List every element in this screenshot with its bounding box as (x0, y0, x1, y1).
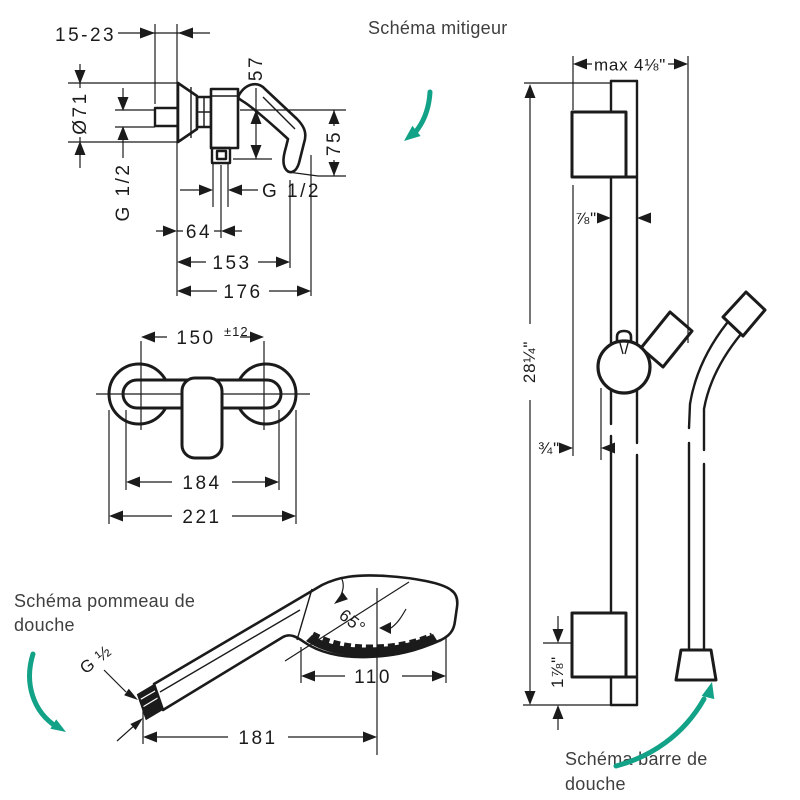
dim-body-height-label: 57 (246, 55, 267, 81)
dim-depth-range-label: 15-23 (55, 25, 116, 46)
dim-max-projection-label: max 4⅛" (594, 56, 666, 75)
handshower-pointer-arrow (27, 651, 60, 730)
handshower-dimension-lines (103, 576, 447, 755)
mixer-pointer-arrowhead (404, 125, 421, 141)
hose-end-nut (674, 648, 718, 682)
dim-lever-height-label: 75 (324, 130, 345, 156)
bottom-wall-bracket (570, 611, 628, 679)
dim-projection-total-label: 176 (223, 282, 262, 303)
handshower-outline (152, 574, 459, 712)
shower-bar-diagram: max 4⅛" ⅞" 28¼" ¾" 1⅞" (520, 56, 767, 730)
top-wall-bracket (570, 110, 628, 179)
dim-projection-body-label: 153 (212, 253, 251, 274)
mixer-lever-handle (237, 82, 307, 174)
dim-center-tolerance-label: ±12 (224, 324, 249, 339)
mixer-annotation-label: Schéma mitigeur (368, 18, 508, 38)
dim-center-distance-label: 150 (176, 328, 215, 349)
shower-bar-dimension-lines (523, 56, 689, 730)
handshower-pointer-arrowhead (50, 719, 66, 732)
dim-body-width-label: 184 (182, 473, 221, 494)
dim-outlet-offset-label: 64 (186, 222, 212, 243)
annotation-mixer: Schéma mitigeur (368, 18, 508, 141)
shower-bar-body (570, 79, 694, 707)
dim-inlet-thread-label: G 1/2 (113, 163, 134, 222)
slider-body (596, 339, 652, 395)
handshower-annotation-line2: douche (14, 615, 75, 635)
bar-annotation-line2: douche (565, 774, 626, 794)
mixer-front-handle (180, 376, 224, 460)
mixer-front-dimension-lines (108, 331, 297, 524)
dim-total-width-label: 221 (182, 507, 221, 528)
bar-pointer-arrowhead (701, 682, 715, 700)
dim-handshower-length-label: 181 (238, 728, 277, 749)
handshower-holder-arm (639, 310, 694, 369)
dim-outlet-thread-label: G 1/2 (262, 181, 321, 202)
mixer-pointer-arrow (410, 89, 433, 138)
dim-bar-diameter-label: ⅞" (575, 209, 597, 228)
dim-bar-length-label: 28¼" (520, 341, 539, 383)
annotation-handshower: Schéma pommeau de douche (14, 591, 195, 732)
dim-head-diameter-label: 110 (354, 667, 392, 688)
mixer-side-body (153, 81, 307, 174)
hose-top-connector (721, 290, 767, 338)
dim-escutcheon-diameter-label: Ø71 (70, 91, 91, 134)
annotation-bar: Schéma barre de douche (565, 682, 715, 794)
mixer-front-view-diagram: 150 ±12 184 221 (96, 324, 310, 528)
dim-bottom-mount-offset-label: 1⅞" (548, 656, 567, 688)
handshower-spray-face (306, 634, 438, 657)
bar-pointer-arrow (613, 696, 707, 769)
dim-handshower-thread-label: G ½ (76, 641, 115, 677)
mixer-side-dimension-lines (68, 24, 346, 297)
mixer-side-view-diagram: 15-23 Ø71 G 1/2 57 75 G 1/2 64 153 176 (55, 24, 346, 303)
shower-hose (674, 290, 767, 682)
dim-wall-clearance-label: ¾" (538, 439, 560, 458)
handshower-annotation-line1: Schéma pommeau de (14, 591, 195, 611)
